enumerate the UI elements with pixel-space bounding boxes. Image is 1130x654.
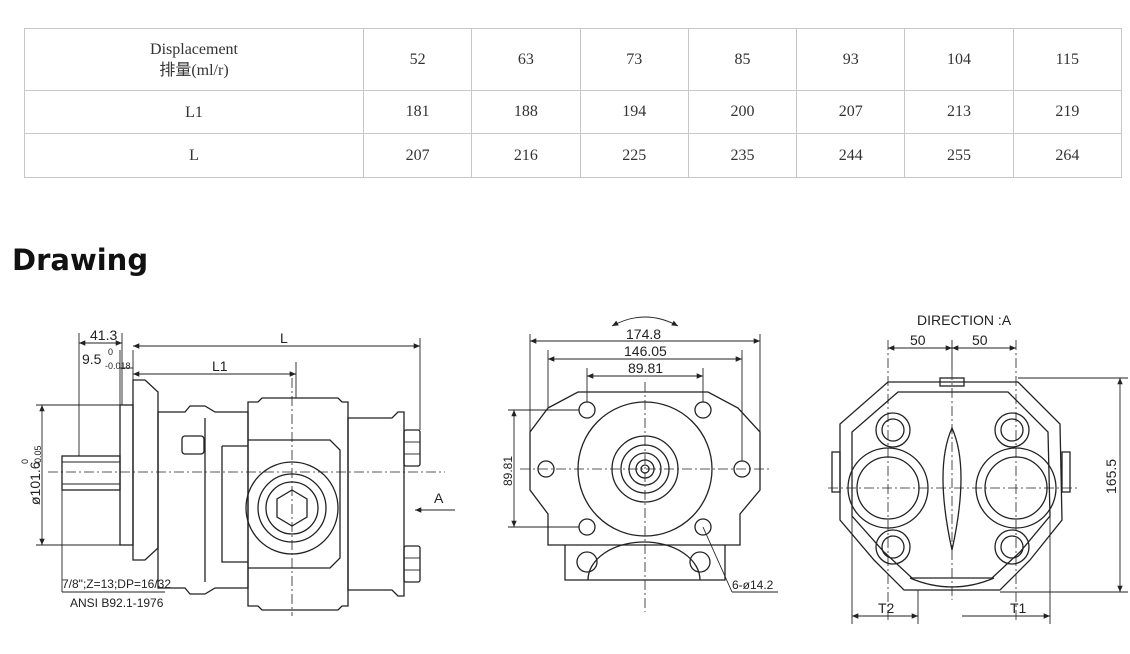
table-cell: 194 — [579, 90, 689, 134]
table-cell: 244 — [796, 133, 906, 178]
table-cell: 235 — [687, 133, 798, 178]
technical-drawing: 41.3 9.5 0 -0.018 L L1 ø101.6 0 -0.05 A … — [20, 312, 1128, 624]
side-view: 41.3 9.5 0 -0.018 L L1 ø101.6 0 -0.05 A … — [20, 327, 455, 616]
displacement-label-cn: 排量(ml/r) — [159, 61, 229, 79]
spline-standard: ANSI B92.1-1976 — [70, 596, 164, 610]
table-cell: 115 — [1012, 28, 1123, 91]
table-cell: 207 — [362, 133, 473, 178]
table-cell: 73 — [579, 28, 689, 91]
dim-T2: T2 — [878, 600, 895, 616]
rear-view: DIRECTION :A 50 50 — [828, 312, 1128, 624]
table-cell: 104 — [904, 28, 1014, 91]
section-title: Drawing — [12, 243, 149, 277]
table-cell: 219 — [1012, 90, 1123, 134]
table-cell: 264 — [1012, 133, 1123, 178]
dim-50-right: 50 — [972, 332, 988, 348]
dim-diameter-tol-lower: -0.05 — [33, 445, 43, 466]
table-cell: 216 — [471, 133, 581, 178]
dim-diameter-tol-upper: 0 — [20, 459, 30, 464]
table-row-l: L 207 216 225 235 244 255 264 — [24, 133, 1123, 178]
front-view: 174.8 146.05 89.81 89.81 6-ø14.2 — [501, 316, 778, 612]
dim-89-81-vertical: 89.81 — [501, 456, 515, 486]
dim-41-3: 41.3 — [90, 327, 117, 343]
row-header-displacement: Displacement 排量(ml/r) — [24, 28, 364, 91]
hole-note: 6-ø14.2 — [732, 578, 774, 592]
table-cell: 52 — [362, 28, 473, 91]
table-cell: 93 — [796, 28, 906, 91]
dim-165-5: 165.5 — [1103, 459, 1119, 494]
view-arrow-label: A — [434, 490, 444, 506]
displacement-label-en: Displacement — [150, 40, 238, 58]
dim-9-5: 9.5 — [82, 351, 102, 367]
spline-note: 7/8";Z=13;DP=16/32 — [62, 577, 171, 591]
table-cell: 181 — [362, 90, 473, 134]
table-cell: 200 — [687, 90, 798, 134]
row-header-l: L — [24, 133, 364, 178]
dim-174-8: 174.8 — [626, 326, 661, 342]
spec-table: Displacement 排量(ml/r) 52 63 73 85 93 104… — [24, 28, 1123, 178]
table-cell: 63 — [471, 28, 581, 91]
dim-50-left: 50 — [910, 332, 926, 348]
rear-view-title: DIRECTION :A — [917, 312, 1012, 328]
dim-L: L — [280, 330, 288, 346]
dim-9-5-tol-lower: -0.018 — [105, 361, 131, 371]
table-cell: 207 — [796, 90, 906, 134]
table-cell: 188 — [471, 90, 581, 134]
dim-T1: T1 — [1010, 600, 1027, 616]
table-row-displacement: Displacement 排量(ml/r) 52 63 73 85 93 104… — [24, 28, 1123, 91]
dim-L1: L1 — [212, 358, 228, 374]
dim-diameter: ø101.6 — [27, 461, 43, 505]
dim-89-81-horizontal: 89.81 — [628, 360, 663, 376]
table-cell: 225 — [579, 133, 689, 178]
table-row-l1: L1 181 188 194 200 207 213 219 — [24, 90, 1123, 134]
table-cell: 255 — [904, 133, 1014, 178]
dim-9-5-tol-upper: 0 — [108, 347, 113, 357]
row-header-l1: L1 — [24, 90, 364, 134]
table-cell: 85 — [687, 28, 798, 91]
dim-146-05: 146.05 — [624, 343, 667, 359]
table-cell: 213 — [904, 90, 1014, 134]
